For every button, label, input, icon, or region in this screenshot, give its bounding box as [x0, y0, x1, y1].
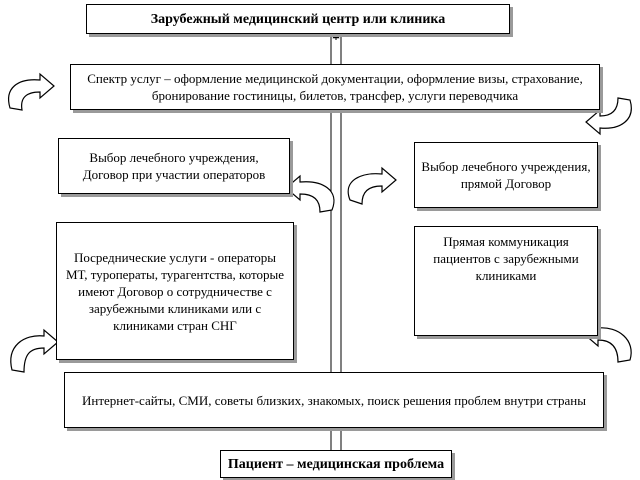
curved-arrow-left-bottom	[10, 328, 59, 373]
choice-direct-label: Выбор лечебного учреждения, прямой Догов…	[421, 159, 591, 191]
intermediary-services-box: Посреднические услуги - операторы МТ, ту…	[56, 222, 294, 360]
foreign-clinic-label: Зарубежный медицинский центр или клиника	[150, 11, 446, 27]
curved-arrow-right-top	[585, 97, 632, 136]
foreign-clinic-box: Зарубежный медицинский центр или клиника	[86, 4, 510, 34]
services-box: Спектр услуг – оформление медицинской до…	[70, 64, 600, 110]
choice-direct-box: Выбор лечебного учреждения, прямой Догов…	[414, 142, 598, 208]
direct-communication-label: Прямая коммуникация пациентов с зарубежн…	[433, 234, 579, 283]
intermediary-services-label: Посреднические услуги - операторы МТ, ту…	[66, 249, 284, 333]
information-sources-label: Интернет-сайты, СМИ, советы близких, зна…	[81, 392, 586, 408]
services-label: Спектр услуг – оформление медицинской до…	[87, 71, 583, 103]
choice-with-operators-label: Выбор лечебного учреждения, Договор при …	[82, 150, 266, 182]
curved-arrow-center-right	[347, 166, 397, 205]
direct-communication-box: Прямая коммуникация пациентов с зарубежн…	[414, 226, 598, 336]
information-sources-box: Интернет-сайты, СМИ, советы близких, зна…	[64, 372, 604, 428]
patient-label: Пациент – медицинская проблема	[227, 456, 445, 472]
curved-arrow-left-top	[8, 72, 55, 111]
patient-box: Пациент – медицинская проблема	[220, 450, 452, 478]
curved-arrow-center-left	[285, 174, 335, 213]
choice-with-operators-box: Выбор лечебного учреждения, Договор при …	[58, 138, 290, 194]
